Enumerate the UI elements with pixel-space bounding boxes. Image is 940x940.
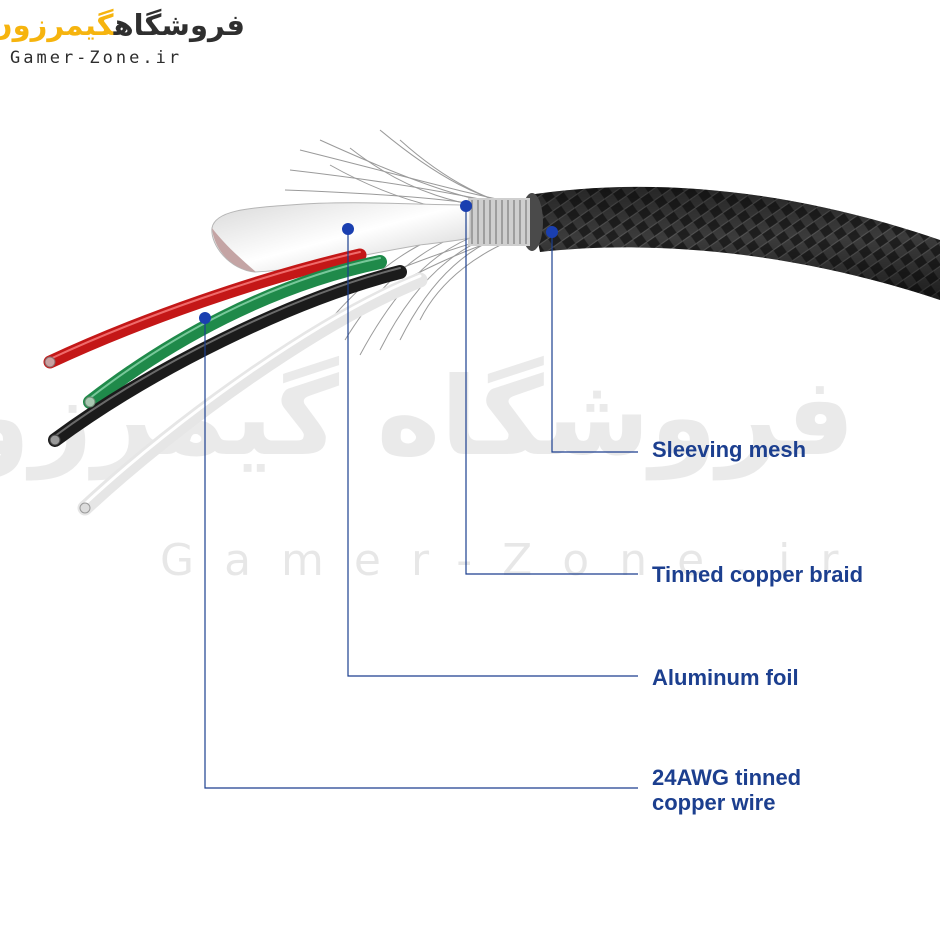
label-copper-wire: 24AWG tinned copper wire <box>652 765 801 815</box>
wire-red <box>43 248 367 369</box>
logo: فروشگاهگیمرزون Gamer-Zone.ir <box>0 6 245 76</box>
callout-dots <box>199 200 558 324</box>
dot-sleeving-mesh <box>546 226 558 238</box>
inner-wires <box>43 248 428 516</box>
aluminum-foil <box>211 202 471 273</box>
sleeving-mesh <box>521 186 940 300</box>
wire-black <box>48 265 407 447</box>
leader-copper-wire <box>204 318 638 789</box>
label-sleeving-mesh: Sleeving mesh <box>652 437 807 462</box>
label-copper-wire-line1: 24AWG tinned <box>652 765 802 790</box>
dot-copper-braid <box>460 200 472 212</box>
label-aluminum-foil: Aluminum foil <box>652 665 799 690</box>
wire-green <box>83 255 387 409</box>
logo-domain: Gamer-Zone.ir <box>10 48 183 68</box>
leader-copper-braid <box>465 206 638 575</box>
label-copper-wire-line2: copper wire <box>652 790 776 815</box>
logo-persian-part1: فروشگاه <box>113 8 245 42</box>
watermark-domain: Gamer-Zone.ir <box>160 535 869 586</box>
dot-copper-wire <box>199 312 211 324</box>
wire-white <box>77 272 428 516</box>
logo-persian: فروشگاهگیمرزون <box>0 6 245 44</box>
leader-aluminum-foil <box>347 229 638 677</box>
leader-sleeving-mesh <box>551 232 638 453</box>
dot-aluminum-foil <box>342 223 354 235</box>
logo-persian-part2: گیمرزون <box>0 8 114 42</box>
label-copper-braid: Tinned copper braid <box>652 562 864 587</box>
braid-band <box>468 198 530 246</box>
leader-lines <box>204 206 638 789</box>
